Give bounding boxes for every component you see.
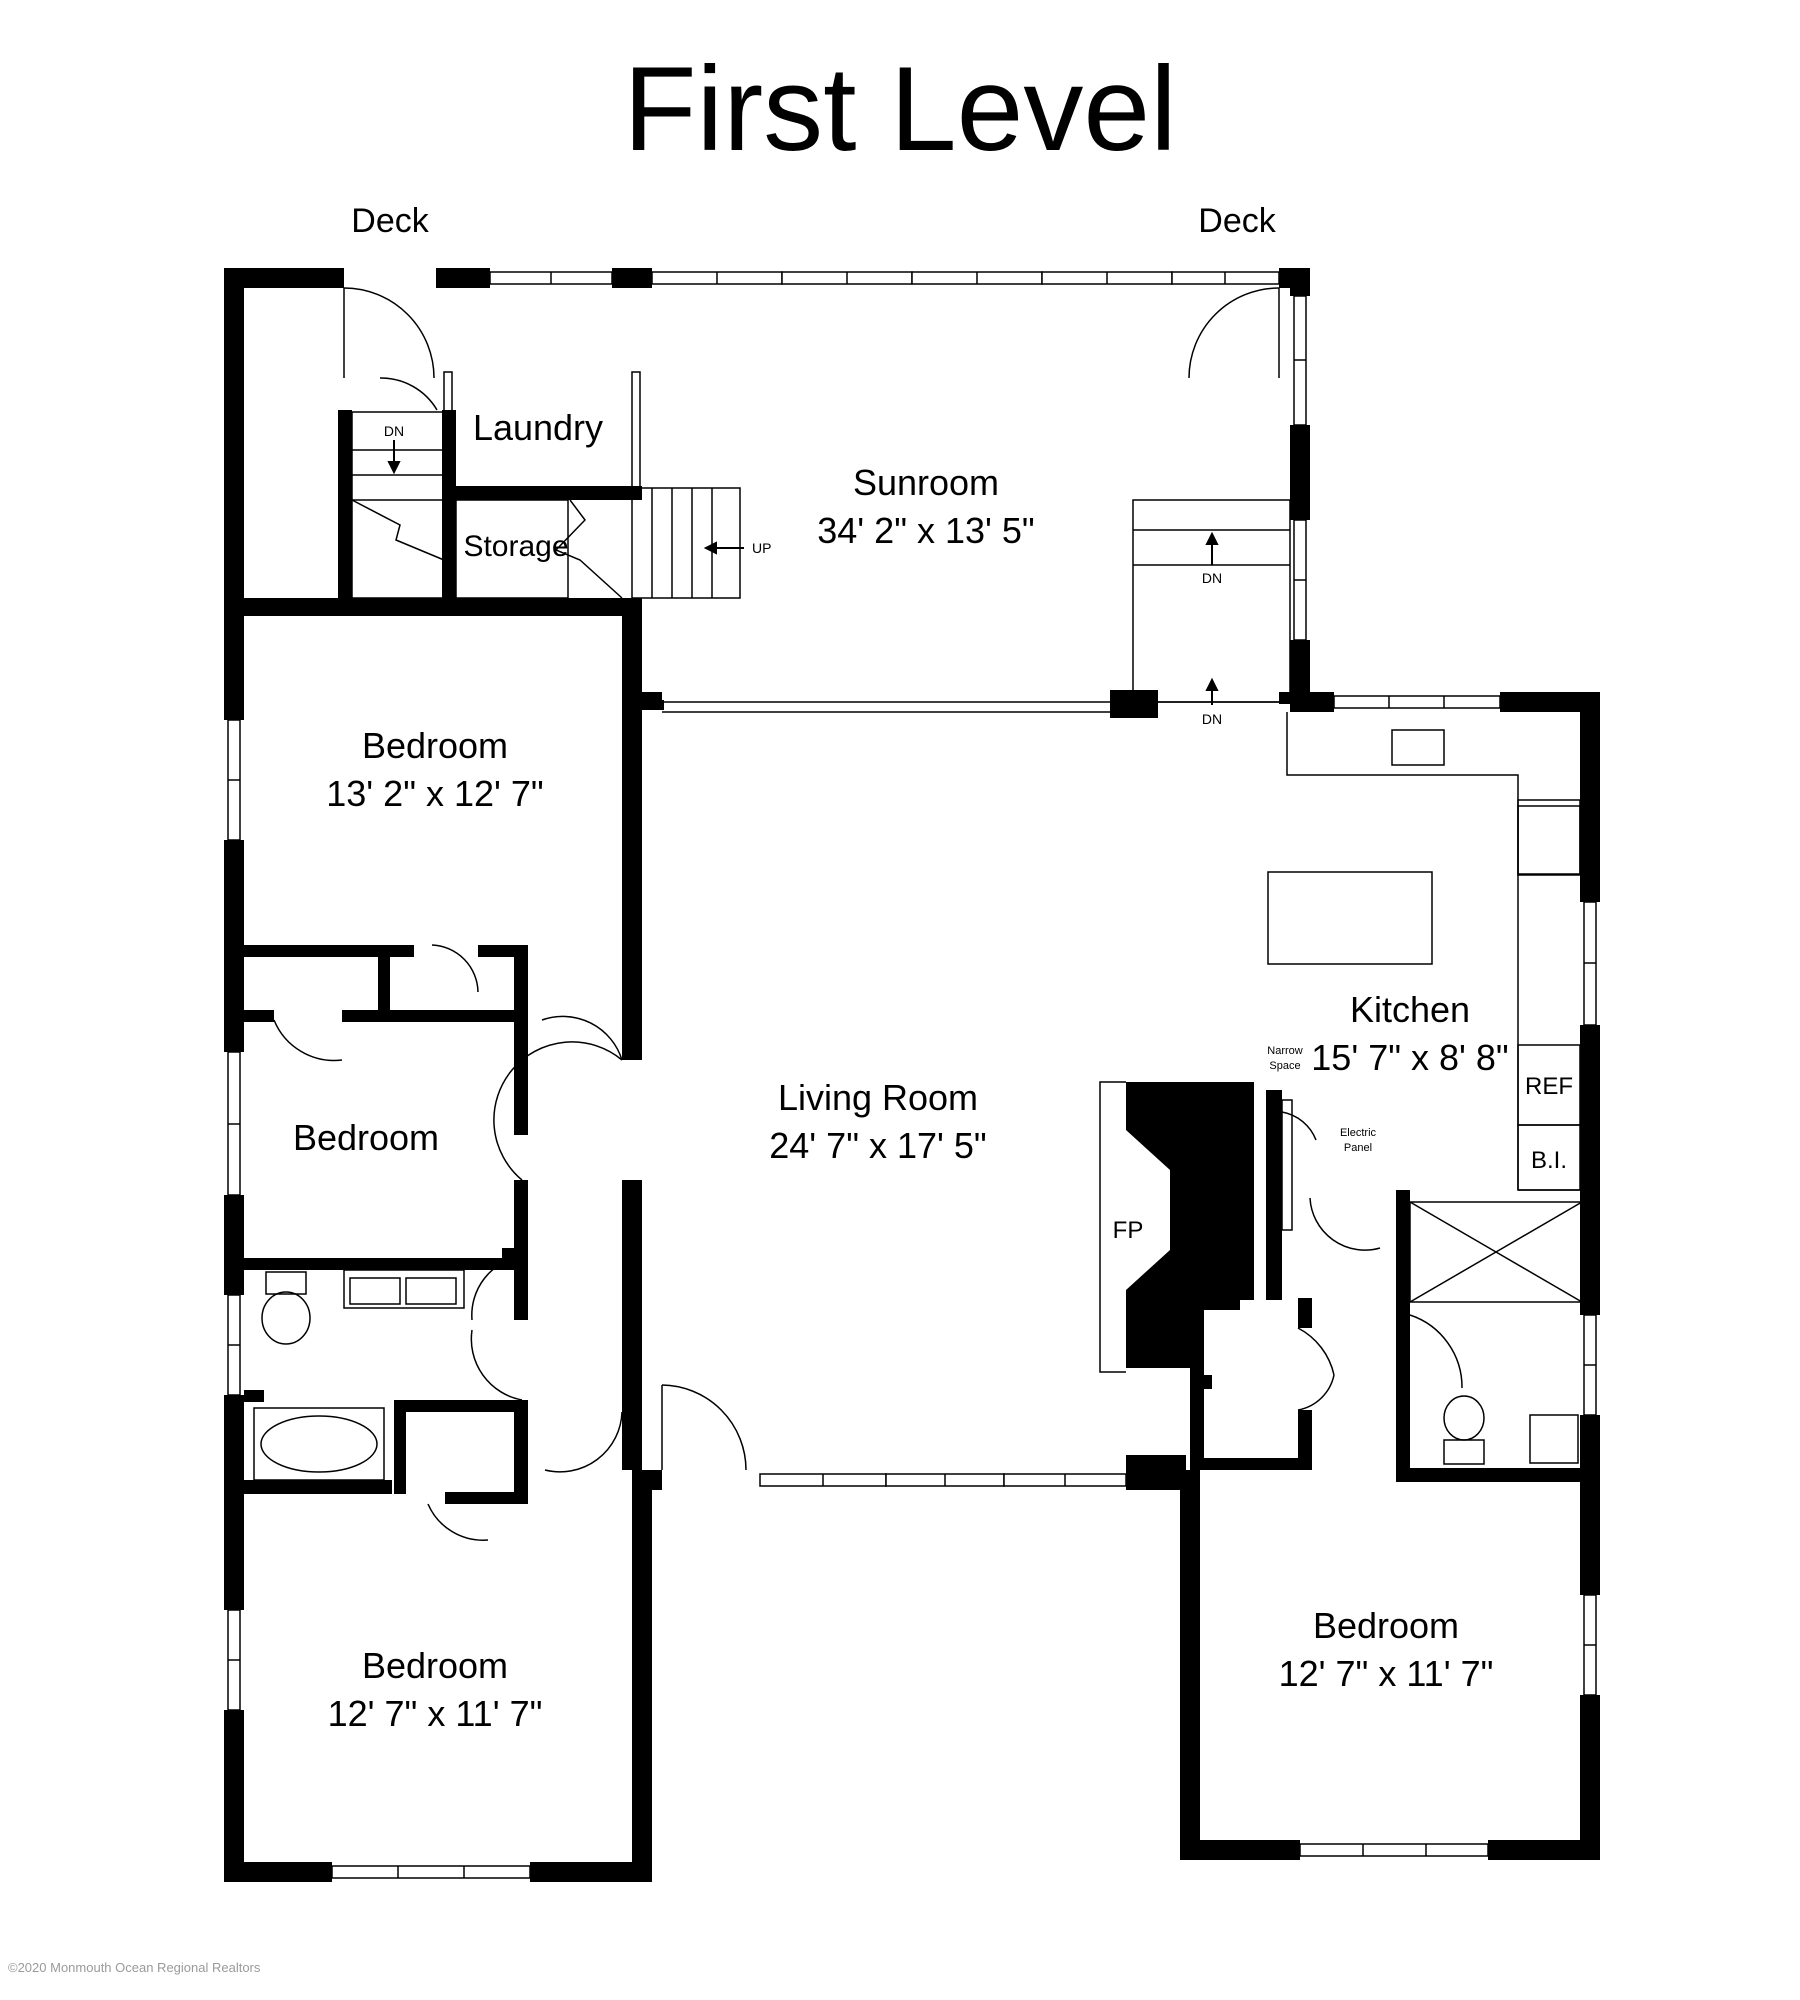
kitchen-dims: 15' 7" x 8' 8" (1311, 1037, 1508, 1078)
kitchen-name: Kitchen (1350, 989, 1470, 1030)
watermark: ©2020 Monmouth Ocean Regional Realtors (8, 1960, 261, 1975)
built-in-label: B.I. (1531, 1147, 1567, 1174)
deck-right-label: Deck (1198, 202, 1276, 240)
plan-title: First Level (623, 42, 1176, 176)
room-labels: Laundry Storage DN UP DN DN Sunroom 34' … (293, 407, 1573, 1734)
bedroom-4-name: Bedroom (1313, 1605, 1459, 1646)
bedroom-2-name: Bedroom (293, 1117, 439, 1158)
refrigerator-label: REF (1525, 1073, 1573, 1100)
sunroom-name: Sunroom (853, 462, 999, 503)
walls (224, 268, 1600, 1882)
dn-left-label: DN (384, 423, 404, 439)
fireplace-label: FP (1113, 1217, 1144, 1244)
stair-arrows (387, 440, 1219, 705)
living-room-dims: 24' 7" x 17' 5" (769, 1125, 986, 1166)
dn-sunroom-label: DN (1202, 570, 1222, 586)
bedroom-1-dims: 13' 2" x 12' 7" (326, 773, 543, 814)
fixtures (253, 287, 1583, 1541)
bedroom-1-name: Bedroom (362, 725, 508, 766)
bedroom-4-dims: 12' 7" x 11' 7" (1279, 1653, 1494, 1694)
dn-living-label: DN (1202, 711, 1222, 727)
narrow-space-label-2: Space (1269, 1060, 1300, 1072)
electric-panel-label-2: Panel (1344, 1142, 1372, 1154)
laundry-label: Laundry (473, 407, 603, 448)
up-label: UP (752, 540, 771, 556)
bedroom-3-dims: 12' 7" x 11' 7" (328, 1693, 543, 1734)
electric-panel-label-1: Electric (1340, 1127, 1377, 1139)
living-room-name: Living Room (778, 1077, 978, 1118)
bedroom-3-name: Bedroom (362, 1645, 508, 1686)
storage-label: Storage (463, 530, 568, 563)
narrow-space-label-1: Narrow (1267, 1045, 1303, 1057)
windows (227, 271, 1597, 1879)
deck-left-label: Deck (351, 202, 429, 240)
sunroom-dims: 34' 2" x 13' 5" (817, 510, 1034, 551)
